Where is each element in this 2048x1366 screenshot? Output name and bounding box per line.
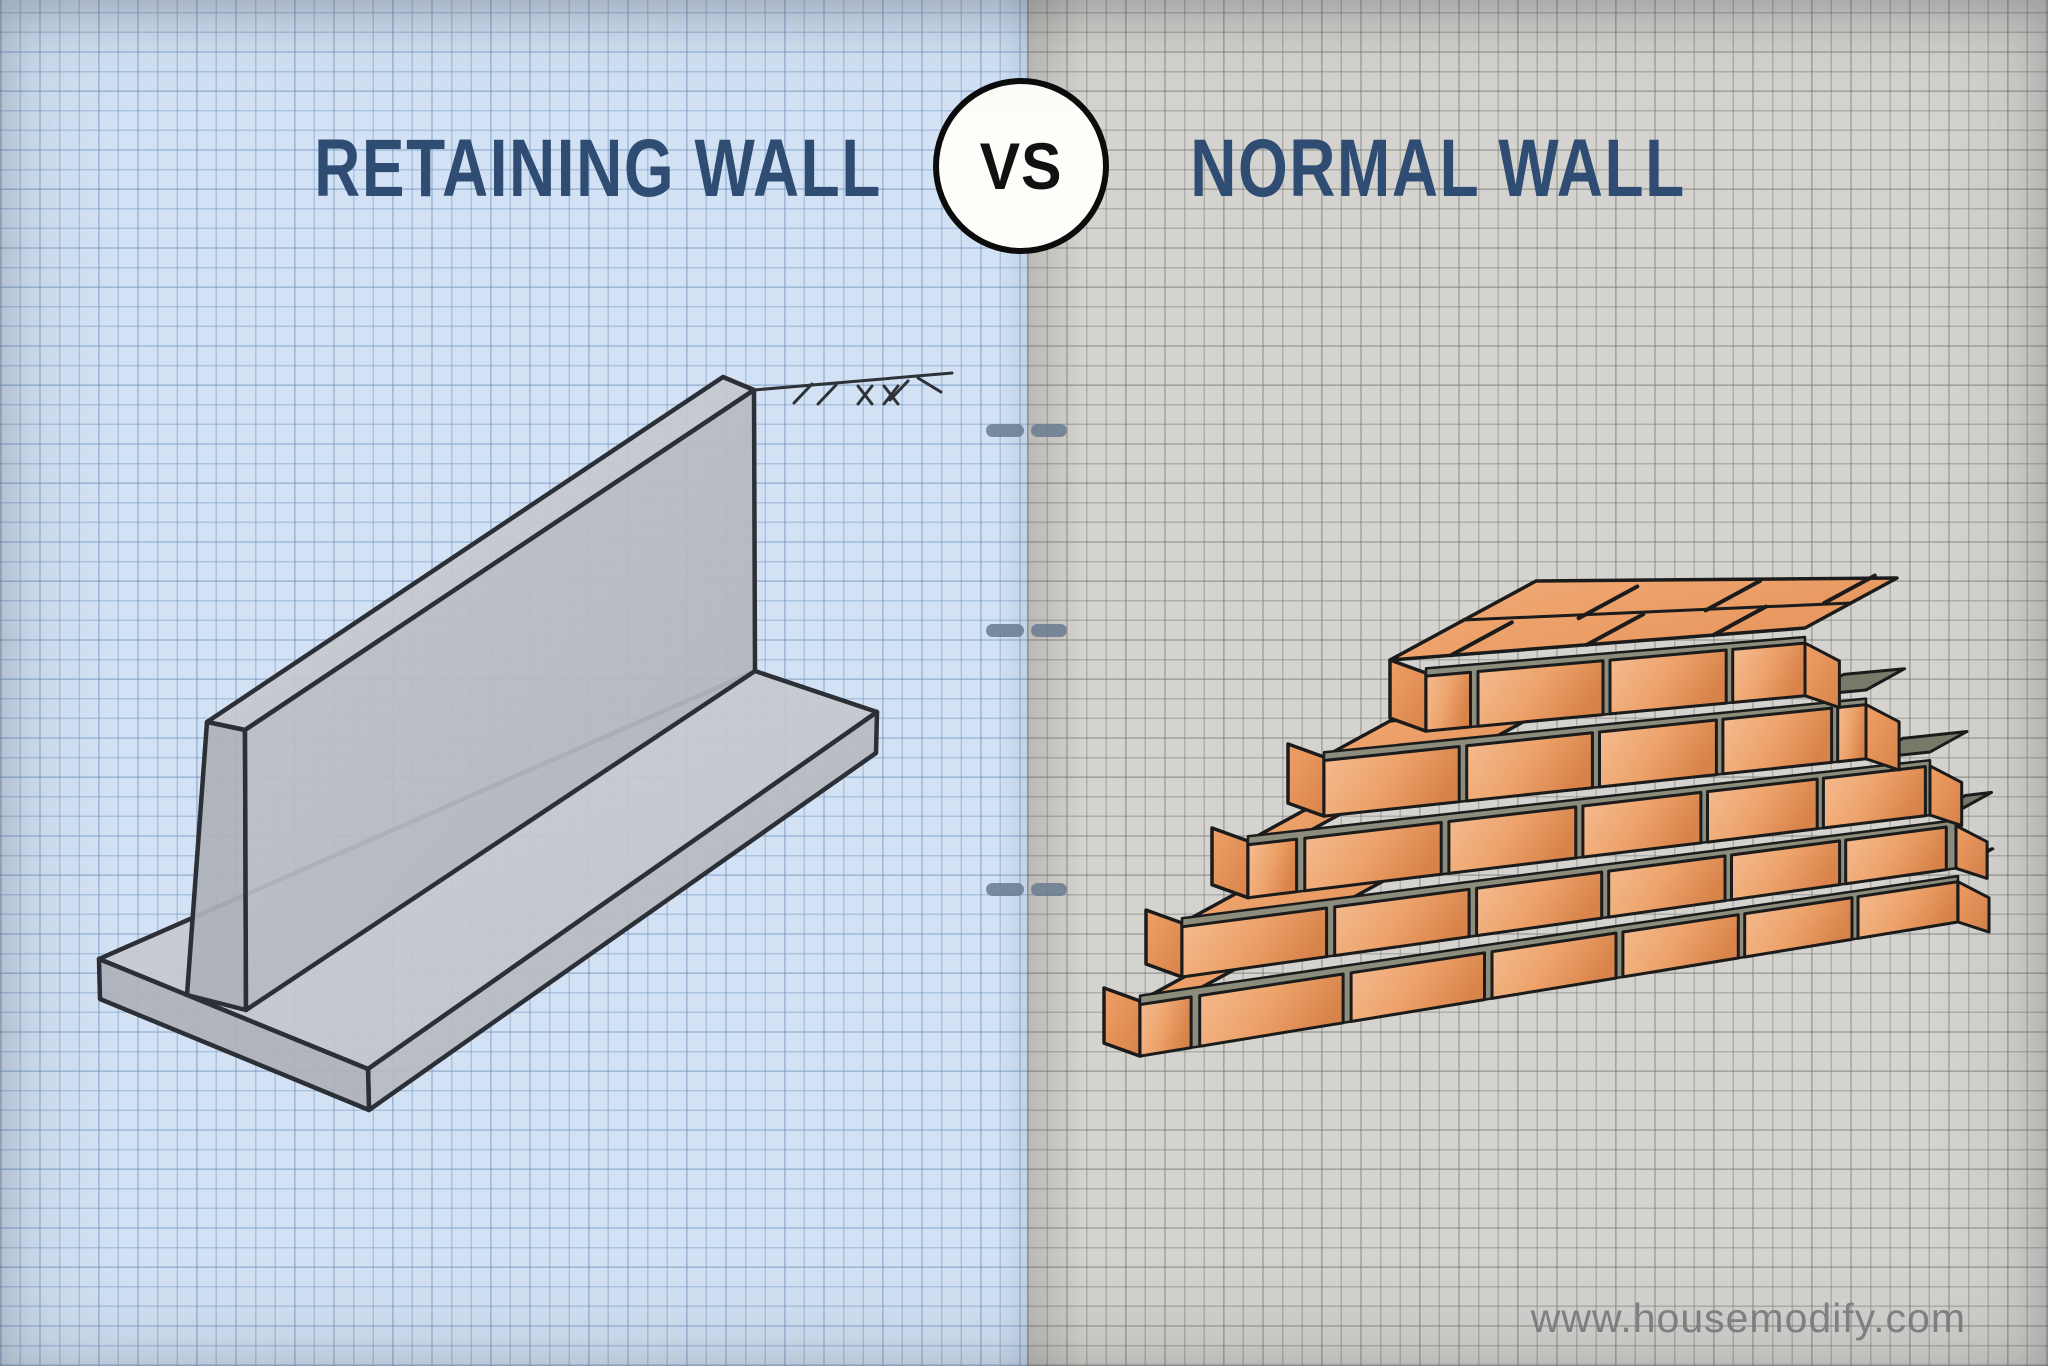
brick-face [1180, 906, 1329, 979]
top-course-top-face [1388, 576, 1899, 662]
brick-face [1821, 765, 1927, 830]
corner-brick-end-face [1144, 908, 1184, 979]
brick-face [1598, 718, 1718, 789]
brick-face [1465, 731, 1594, 803]
base-slab-end-face [96, 956, 372, 1113]
right-end-brick-face [1803, 641, 1841, 710]
brick-face [1333, 887, 1471, 958]
brick-face [1424, 670, 1472, 733]
brick-top-joint [1711, 604, 1768, 638]
divider-dash [986, 423, 1024, 437]
corner-brick-end-face [1210, 826, 1250, 900]
brick-face [1490, 931, 1618, 1000]
stem-front-face [242, 387, 758, 1013]
brick-face [1476, 659, 1605, 728]
brick-top-joint [1576, 584, 1640, 621]
ground-hatch-line [752, 371, 954, 406]
brick-face [1138, 995, 1193, 1058]
brick-face [1743, 896, 1854, 959]
corner-brick-end-face [1388, 658, 1428, 733]
brick-top-joint [1822, 573, 1877, 606]
brick-face [1475, 870, 1604, 938]
right-title: NORMAL WALL [1190, 123, 1686, 214]
brick-face [1447, 805, 1578, 875]
brick-top-joint [1449, 620, 1514, 658]
brick-face [1349, 951, 1486, 1023]
vs-label: VS [979, 129, 1063, 203]
brick-face [1730, 839, 1842, 902]
brick-face [1844, 825, 1948, 886]
brick-face [1621, 913, 1740, 979]
divider-dash [1031, 882, 1067, 896]
brick-face [1721, 706, 1834, 776]
left-title: RETAINING WALL [314, 123, 882, 214]
right-end-brick-face [1956, 880, 1991, 934]
brick-face [1731, 641, 1807, 704]
corner-brick-end-face [1102, 986, 1142, 1058]
brick-face [1246, 837, 1299, 900]
divider-dash [986, 623, 1024, 637]
right-end-brick-face [1928, 764, 1964, 828]
right-end-brick-face [1864, 703, 1901, 772]
divider-dash [1031, 423, 1067, 437]
watermark-text: www.housemodify.com [1530, 1295, 1966, 1341]
divider-dash [1031, 623, 1067, 637]
brick-top-joint [1584, 612, 1646, 647]
brick-face [1836, 703, 1868, 764]
brick-top-joint [1461, 601, 1853, 622]
brick-face [1198, 972, 1345, 1048]
divider-dash [986, 882, 1024, 896]
brick-face [1322, 745, 1461, 818]
corner-brick-end-face [1286, 742, 1326, 818]
brick-top-joint [1703, 578, 1763, 613]
vs-badge: VS [933, 78, 1109, 254]
brick-face [1303, 820, 1443, 893]
brick-face [1581, 790, 1703, 859]
right-end-brick-face [1954, 824, 1989, 880]
brick-face [1608, 648, 1728, 716]
brick-face [1607, 854, 1727, 919]
brick-face [1706, 777, 1819, 844]
